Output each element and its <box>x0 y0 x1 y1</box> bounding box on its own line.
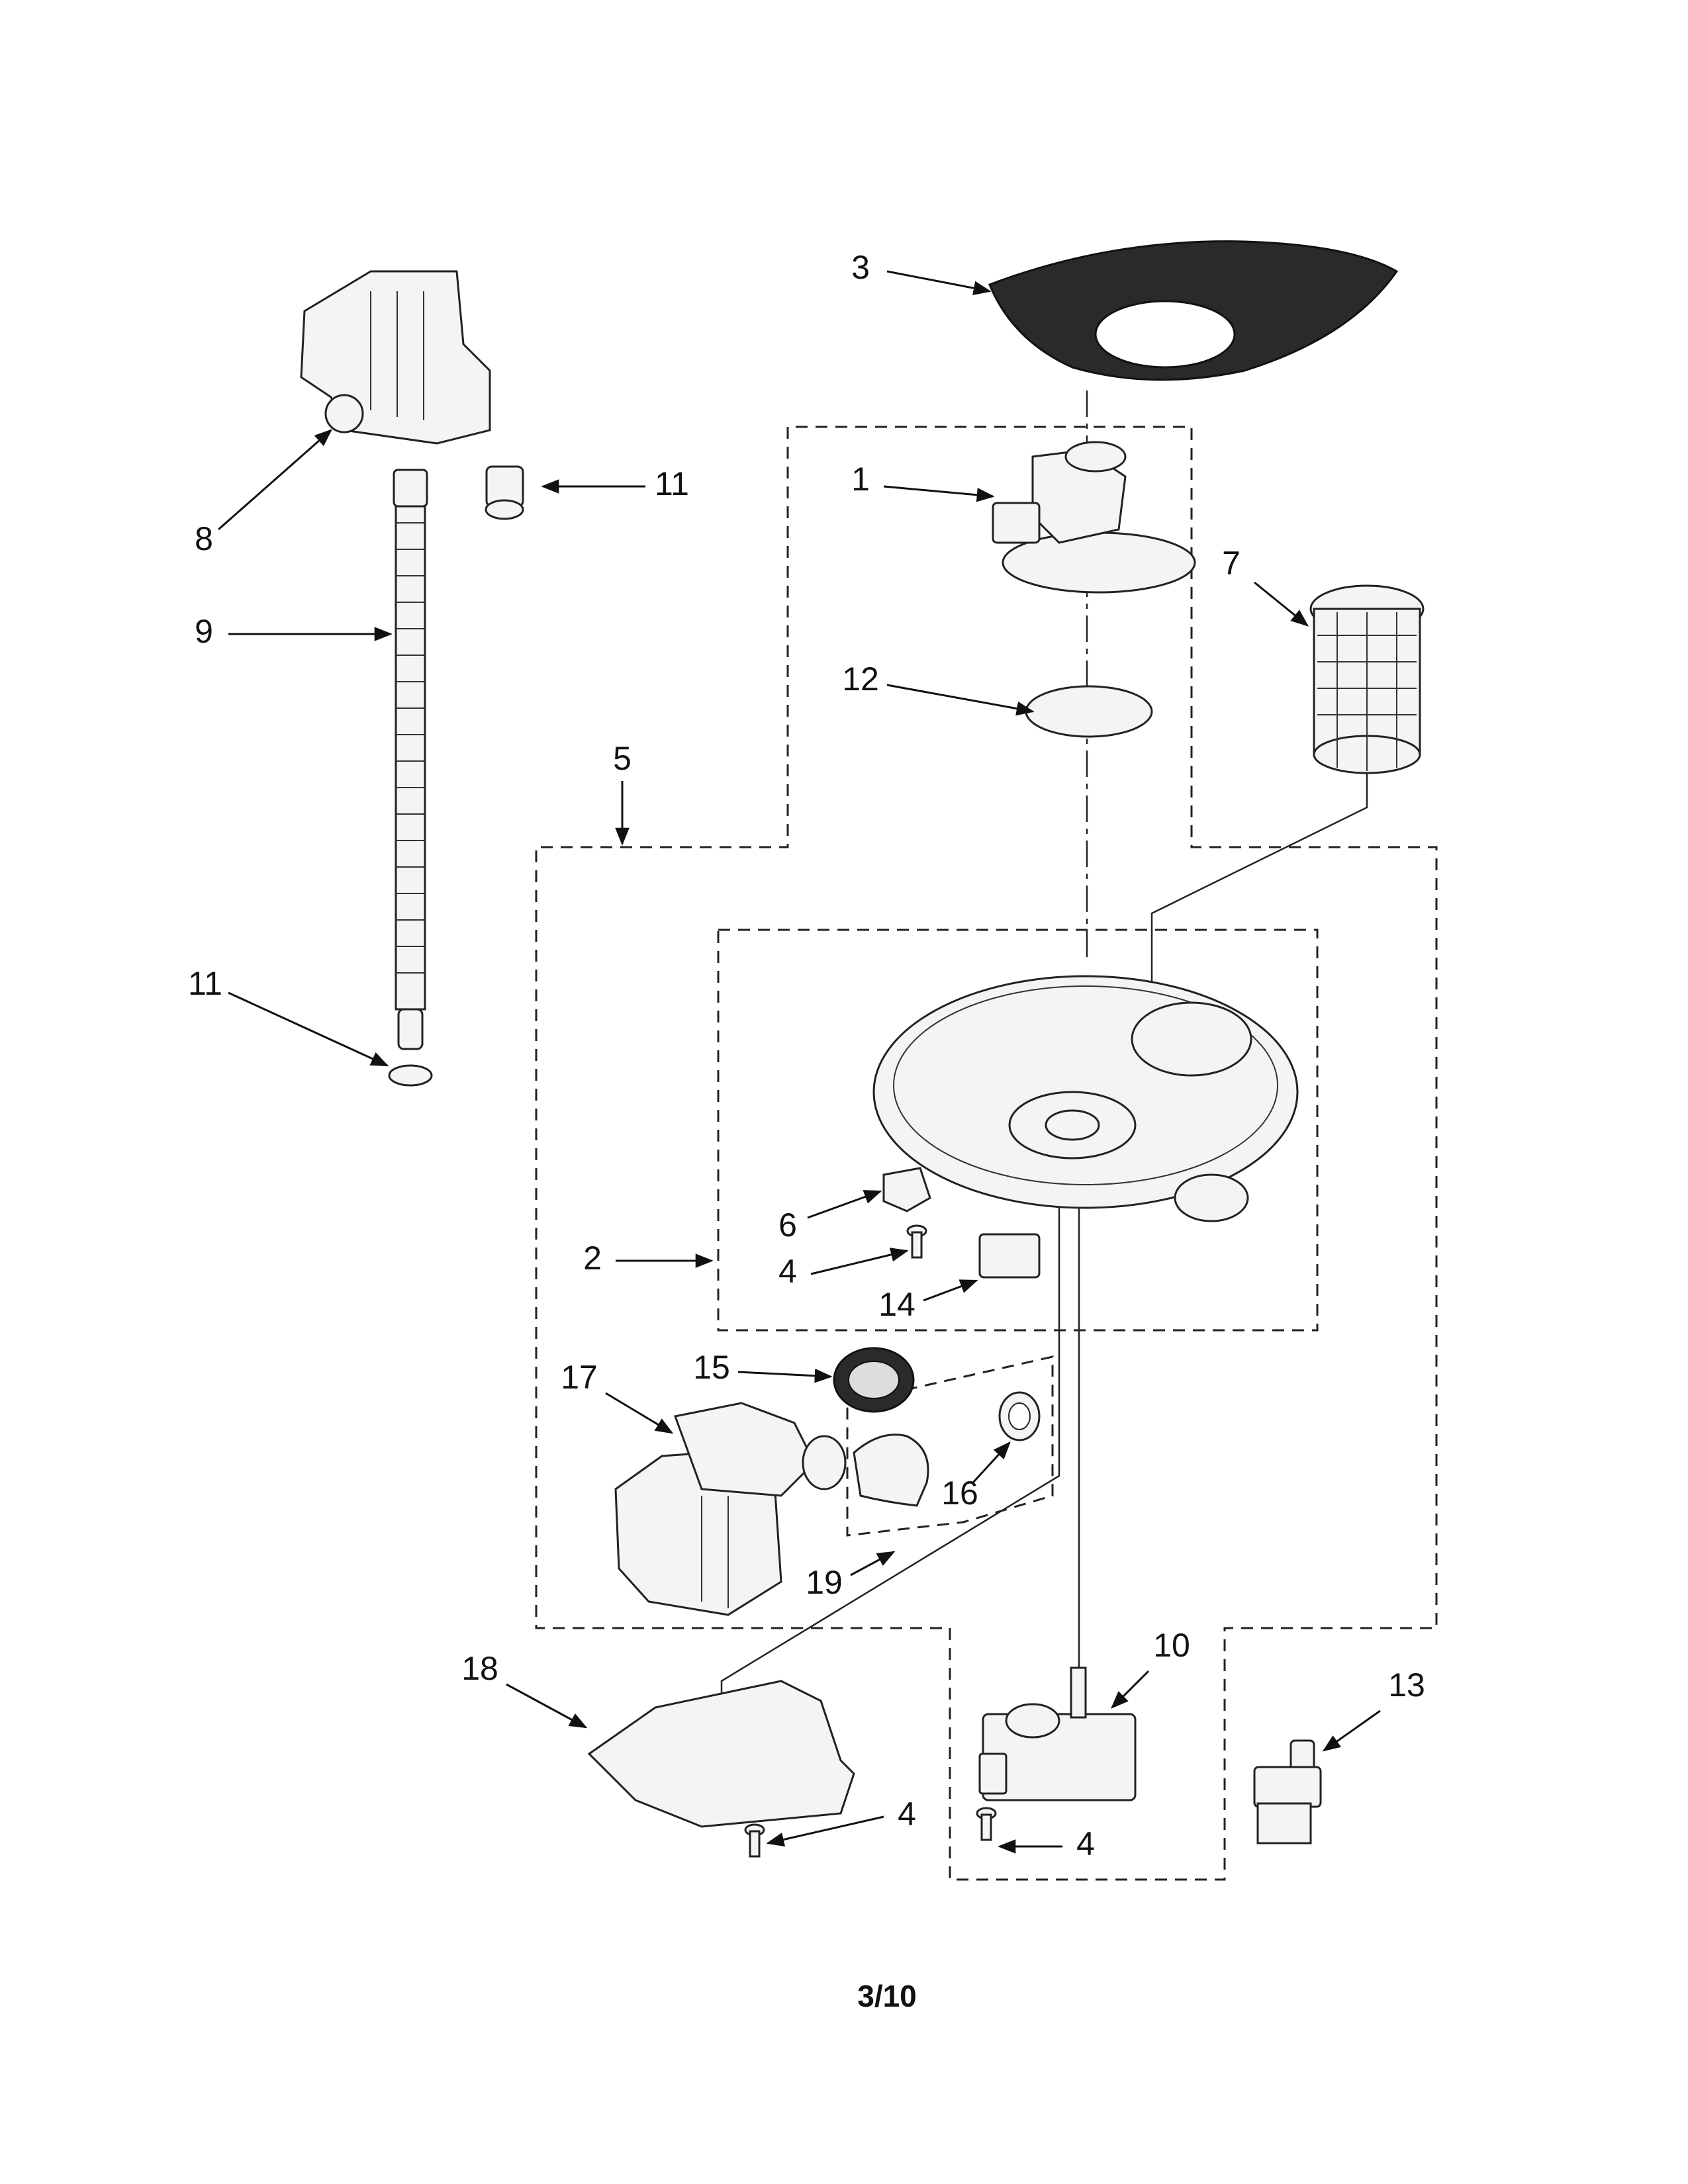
callout-label: 6 <box>778 1206 797 1244</box>
part-turbidity-sensor <box>1253 1739 1322 1844</box>
callout-label: 14 <box>878 1286 915 1323</box>
part-pump-cover <box>587 1680 855 1828</box>
part-hose-clamp-lower <box>388 1064 433 1087</box>
arrow-16 <box>972 1441 1011 1484</box>
callout-label: 18 <box>461 1650 498 1687</box>
arrow-4b <box>766 1815 884 1847</box>
assembly-19-outline <box>846 1355 1054 1537</box>
callout-label: 17 <box>561 1359 598 1396</box>
arrow-10 <box>1111 1670 1150 1709</box>
part-drain-pump <box>300 270 491 445</box>
part-mesh-filter <box>1309 584 1425 774</box>
arrow-8 <box>218 429 333 531</box>
arrow-3 <box>886 270 992 295</box>
part-screw-c <box>976 1807 997 1841</box>
arrow-4a <box>810 1248 909 1275</box>
part-hose-clamp <box>998 1391 1041 1441</box>
callout-label: 9 <box>195 613 213 650</box>
arrow-7 <box>1254 581 1309 627</box>
callout-label: 4 <box>778 1253 797 1290</box>
callout-label: 15 <box>693 1349 730 1386</box>
part-screw-b <box>744 1823 765 1858</box>
callout-label: 8 <box>195 520 213 557</box>
part-seal <box>833 1347 915 1413</box>
callout-label: 11 <box>655 465 689 502</box>
part-drain-hose <box>393 469 428 1050</box>
part-disc <box>1025 685 1153 738</box>
part-connector <box>978 1233 1041 1279</box>
arrow-12 <box>886 684 1035 716</box>
callout-label: 1 <box>851 461 870 498</box>
part-screw-a <box>906 1224 927 1259</box>
callout-label: 5 <box>613 740 632 777</box>
assembly-5-outline <box>535 426 1438 1881</box>
part-filter-cover <box>988 240 1399 381</box>
callout-label: 11 <box>188 965 222 1002</box>
arrow-18 <box>506 1683 588 1729</box>
callout-label: 10 <box>1153 1627 1190 1664</box>
callout-label: 7 <box>1222 545 1241 582</box>
callout-label: 19 <box>806 1564 843 1601</box>
part-diverter-motor <box>978 1666 1137 1801</box>
part-hose-elbow <box>853 1433 929 1507</box>
arrow-14 <box>923 1279 978 1302</box>
arrow-17 <box>605 1392 674 1434</box>
callout-label: 13 <box>1388 1666 1425 1704</box>
callout-label: 4 <box>1076 1825 1095 1862</box>
page-number: 3/10 <box>857 1979 917 2013</box>
arrow-19 <box>850 1551 896 1576</box>
callout-label: 2 <box>583 1240 602 1277</box>
callout-label: 12 <box>842 660 879 698</box>
assembly-2-outline <box>717 929 1319 1332</box>
arrow-6 <box>807 1190 882 1219</box>
arrow-11-lower <box>228 991 389 1067</box>
callout-label: 3 <box>851 249 870 286</box>
arrow-13 <box>1322 1709 1381 1752</box>
callout-label: 4 <box>898 1796 916 1833</box>
arrow-15 <box>737 1368 833 1383</box>
part-chopper-assembly <box>992 441 1196 594</box>
callout-label: 16 <box>941 1475 978 1512</box>
part-circulation-pump <box>614 1402 847 1616</box>
part-bracket <box>882 1167 931 1212</box>
arrow-1 <box>883 485 995 502</box>
part-sump-base <box>872 975 1299 1222</box>
part-hose-clamp-upper <box>485 465 524 520</box>
